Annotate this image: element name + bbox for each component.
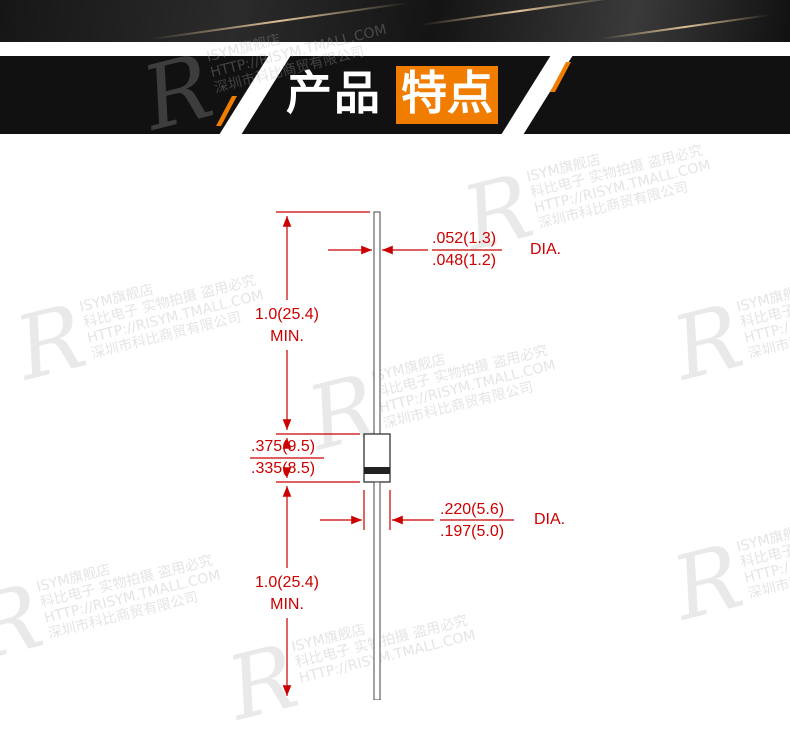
body-length-max: .375(9.5) — [251, 438, 316, 455]
top-lead-note: MIN. — [270, 328, 304, 345]
body-dia-max: .220(5.6) — [440, 501, 505, 518]
bottom-lead-length: 1.0(25.4) — [254, 574, 320, 591]
lead-dia-suffix: DIA. — [530, 241, 562, 258]
lead-wire-bottom — [373, 481, 381, 700]
lead-dia-min: .048(1.2) — [432, 252, 497, 269]
title-highlight-box — [396, 66, 498, 124]
body-dia-min: .197(5.0) — [440, 523, 505, 540]
lead-wire-top — [373, 211, 381, 435]
header-photo — [0, 0, 790, 42]
cathode-band — [364, 467, 390, 474]
title-banner — [0, 56, 790, 134]
banner-title-part1: 产品 — [286, 66, 382, 120]
banner-title-part2: 特点 — [401, 66, 493, 120]
diode-outline-drawing — [250, 211, 514, 700]
top-lead-length: 1.0(25.4) — [254, 306, 320, 323]
bottom-lead-note: MIN. — [270, 596, 304, 613]
body-length-min: .335(8.5) — [251, 460, 316, 477]
diode-body — [363, 433, 391, 483]
lead-dia-max: .052(1.3) — [432, 230, 497, 247]
body-dia-suffix: DIA. — [534, 511, 566, 528]
